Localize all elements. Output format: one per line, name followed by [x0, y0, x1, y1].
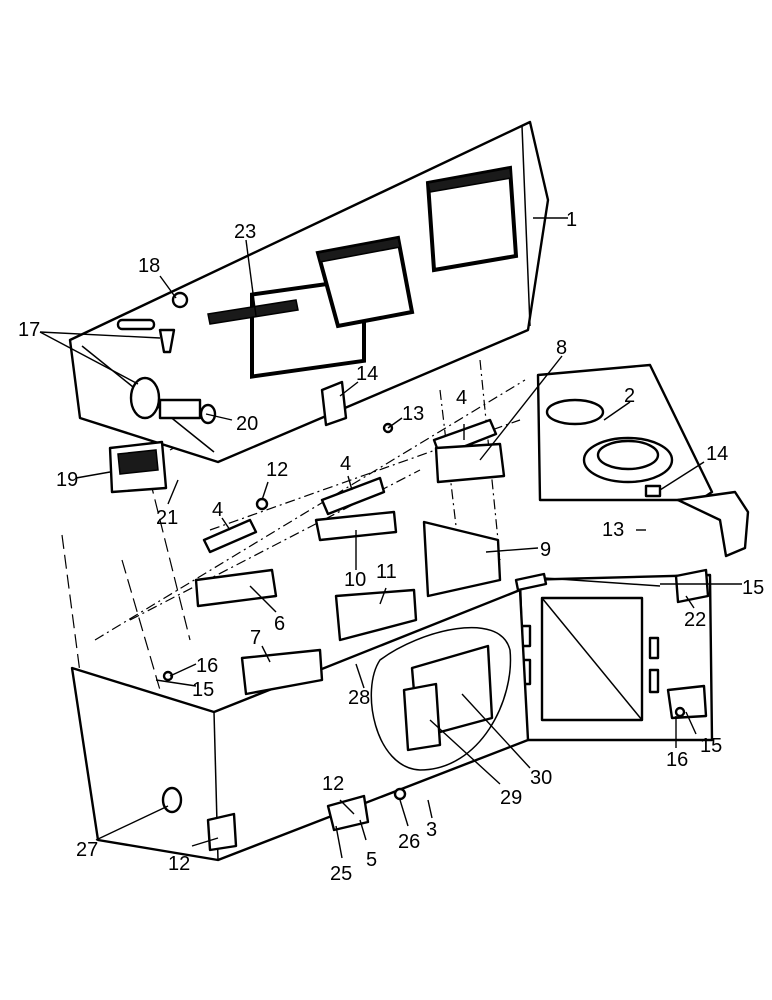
right-tank-panel [536, 363, 750, 558]
callout-1: 1 [566, 209, 577, 231]
callout-28: 28 [348, 687, 370, 709]
callout-25: 25 [330, 863, 352, 885]
leader-lines [39, 217, 742, 859]
right-lower-panel [518, 568, 714, 742]
callout-22: 22 [684, 609, 706, 631]
callout-16-left: 16 [196, 655, 218, 677]
callout-4-right: 4 [456, 387, 467, 409]
lower-front-cowl [70, 588, 530, 862]
callout-12-bottom-mid: 12 [322, 773, 344, 795]
callout-10: 10 [344, 569, 366, 591]
dash-hardware [108, 291, 394, 494]
callout-2: 2 [624, 385, 635, 407]
callout-6: 6 [274, 613, 285, 635]
callout-17: 17 [18, 319, 40, 341]
callout-12-top: 12 [266, 459, 288, 481]
callout-29: 29 [500, 787, 522, 809]
callout-11: 11 [376, 561, 397, 583]
callout-15-right: 15 [742, 577, 764, 599]
callout-13-right: 13 [602, 519, 624, 541]
callout-5: 5 [366, 849, 377, 871]
callout-18: 18 [138, 255, 160, 277]
callout-15-bottom-right: 15 [700, 735, 722, 757]
mounting-brackets [162, 418, 686, 718]
callout-26: 26 [398, 831, 420, 853]
upper-dash-panel [68, 120, 550, 464]
callout-19: 19 [56, 469, 78, 491]
callout-labels: 1 2 3 4 4 4 5 6 7 8 9 10 11 12 12 12 12 … [18, 209, 764, 885]
callout-7: 7 [250, 627, 261, 649]
callout-21: 21 [156, 507, 178, 529]
callout-4-middle: 4 [340, 453, 351, 475]
callout-15-left: 15 [192, 679, 214, 701]
callout-4-left: 4 [212, 499, 223, 521]
callout-8: 8 [556, 337, 567, 359]
callout-12-bottom-left: 12 [168, 853, 190, 875]
callout-14-right: 14 [706, 443, 728, 465]
callout-9: 9 [540, 539, 551, 561]
callout-30: 30 [530, 767, 552, 789]
callout-3: 3 [426, 819, 437, 841]
callout-16-right: 16 [666, 749, 688, 771]
callout-20: 20 [236, 413, 258, 435]
callout-13-dash: 13 [402, 403, 424, 425]
callout-27: 27 [76, 839, 98, 861]
callout-23: 23 [234, 221, 256, 243]
callout-14-dash: 14 [356, 363, 378, 385]
